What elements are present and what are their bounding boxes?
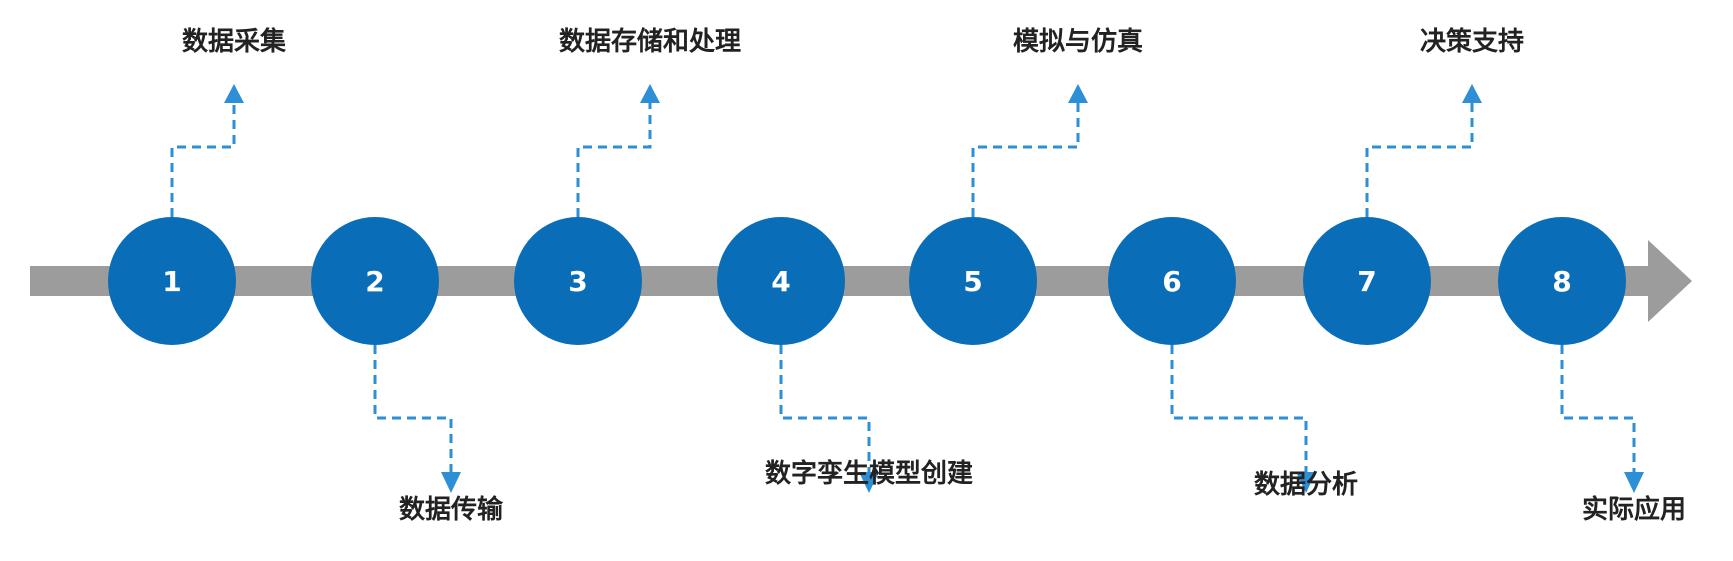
step-circle-2 (311, 217, 439, 345)
connector-arrow-8 (1624, 472, 1644, 493)
connector-8 (1560, 345, 1636, 472)
connector-arrow-7 (1462, 84, 1482, 103)
step-label-8: 实际应用 (1582, 494, 1686, 525)
step-label-7: 决策支持 (1420, 26, 1524, 57)
timeline-arrow-head (1648, 240, 1692, 322)
connector-7 (1365, 103, 1474, 217)
step-circle-5 (909, 217, 1037, 345)
track-layer (30, 240, 1692, 322)
connector-arrow-5 (1068, 84, 1088, 103)
step-label-1: 数据采集 (182, 26, 287, 57)
connector-3 (576, 103, 652, 217)
connector-6 (1170, 345, 1308, 472)
step-number-7: 7 (1357, 265, 1376, 298)
connector-1 (170, 103, 236, 217)
connector-arrow-4 (859, 472, 879, 493)
connector-arrow-6 (1296, 472, 1316, 493)
step-number-6: 6 (1162, 265, 1181, 298)
connector-5 (971, 103, 1080, 217)
connector-arrow-3 (640, 84, 660, 103)
step-circle-4 (717, 217, 845, 345)
step-number-2: 2 (365, 265, 384, 298)
step-number-3: 3 (568, 265, 587, 298)
step-label-6: 数据分析 (1254, 470, 1358, 500)
step-circle-7 (1303, 217, 1431, 345)
step-layer: 1 数据采集 2 数据传输 3 数据存储和处理 4 数字孪生模型创建 5 模拟与仿真 6 数据分析 7 决… (108, 26, 1686, 525)
step-circle-6 (1108, 217, 1236, 345)
step-label-5: 模拟与仿真 (1013, 26, 1143, 57)
connector-arrow-1 (224, 84, 244, 103)
connector-4 (779, 345, 871, 472)
connector-arrow-2 (441, 472, 461, 493)
step-label-2: 数据传输 (399, 494, 504, 525)
step-label-3: 数据存储和处理 (559, 26, 741, 57)
step-number-1: 1 (162, 265, 181, 298)
step-number-5: 5 (963, 265, 982, 298)
step-circle-1 (108, 217, 236, 345)
step-label-4: 数字孪生模型创建 (765, 458, 973, 489)
connector-layer (170, 84, 1644, 493)
connector-2 (373, 345, 453, 472)
step-circle-3 (514, 217, 642, 345)
step-number-4: 4 (771, 265, 790, 298)
step-circle-8 (1498, 217, 1626, 345)
step-number-8: 8 (1552, 265, 1571, 298)
